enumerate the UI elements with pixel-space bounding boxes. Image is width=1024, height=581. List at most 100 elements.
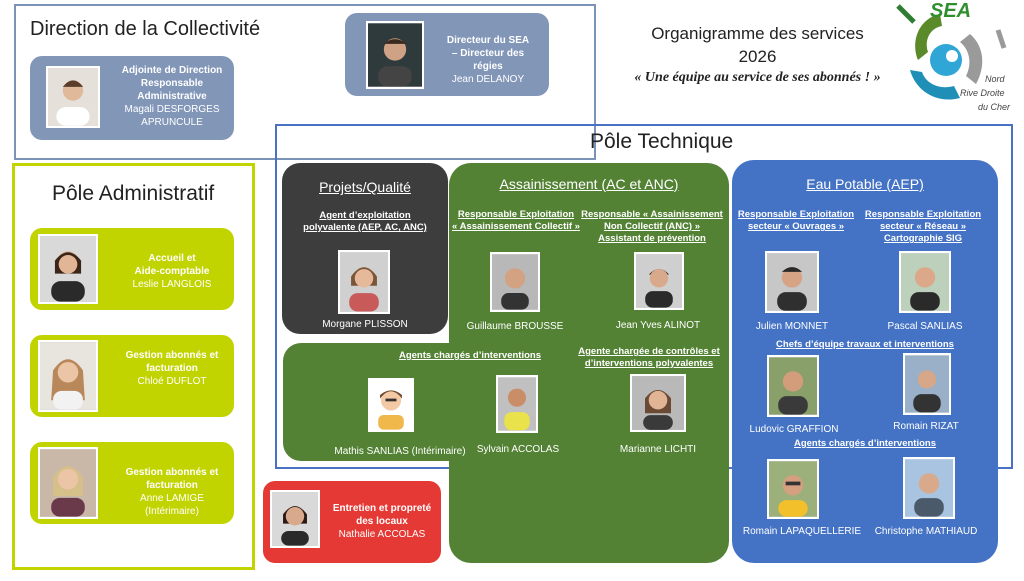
assain-role2-line3: Assistant de prévention (598, 233, 706, 244)
assain-agent2-name: Sylvain ACCOLAS (476, 444, 560, 455)
assain-role1-line2: « Assainissement Collectif » (452, 221, 580, 232)
projets-title: Projets/Qualité (319, 179, 411, 195)
eau-role2-line3: Cartographie SIG (883, 233, 963, 244)
adjointe-photo (46, 66, 100, 128)
assain-controle: Agente chargée de contrôles et d’interve… (572, 346, 726, 370)
assain-role1-line1: Responsable Exploitation (457, 209, 575, 220)
person-photo-icon (769, 357, 817, 415)
person-photo-icon (340, 252, 388, 312)
adjointe-role-line2: Responsable (140, 78, 204, 89)
assain-agent2-photo (496, 375, 538, 433)
admin-name-3-line1: Anne LAMIGE (140, 493, 204, 504)
eau-role2-line1: Responsable Exploitation (864, 209, 982, 220)
eau-chef2-photo (903, 353, 951, 415)
assain-agent1-name: Mathis SANLIAS (Intérimaire) (334, 446, 466, 457)
person-photo-icon (769, 461, 817, 517)
person-photo-icon (368, 23, 422, 87)
projets-role-line1: Agent d’exploitation (319, 210, 411, 221)
adjointe-name-line2: APRUNCULE (141, 117, 203, 128)
eau-agent2-photo (903, 457, 955, 519)
admin-frame (12, 163, 255, 570)
directeur-text: Directeur du SEA – Directeur des régies … (434, 34, 542, 86)
sea-logo (880, 0, 1020, 122)
adjointe-role-line1: Adjointe de Direction (121, 65, 223, 76)
assain-photo2 (634, 252, 684, 310)
direction-frame (14, 4, 596, 160)
admin-text-2: Gestion abonnés et facturation Chloé DUF… (110, 349, 234, 388)
person-photo-icon (48, 68, 98, 126)
person-photo-icon (767, 253, 817, 311)
org-chart-title: Organigramme des services 2026 (615, 22, 900, 68)
directeur-name: Jean DELANOY (451, 74, 525, 85)
technique-title: Pôle Technique (590, 130, 734, 153)
eau-chef2-name: Romain RIZAT (893, 421, 959, 432)
projets-photo (338, 250, 390, 314)
adjointe-text: Adjointe de Direction Responsable Admini… (110, 64, 234, 129)
admin-role-3-line1: Gestion abonnés et (125, 467, 219, 478)
eau-photo2 (899, 251, 951, 313)
projets-role: Agent d’exploitation polyvalente (AEP, A… (286, 210, 444, 234)
projets-name: Morgane PLISSON (322, 319, 408, 330)
projets-role-line2: polyvalente (AEP, AC, ANC) (303, 222, 427, 233)
assain-name1: Guillaume BROUSSE (466, 321, 564, 332)
eau-chef1-name: Ludovic GRAFFION (749, 424, 839, 435)
org-chart-slogan: « Une équipe au service de ses abonnés !… (634, 70, 881, 85)
assain-agents-title: Agents chargés d’interventions (398, 350, 541, 361)
eau-agent2-name: Christophe MATHIAUD (874, 526, 978, 537)
assainissement-title: Assainissement (AC et ANC) (499, 176, 679, 192)
adjointe-role-line3: Administrative (137, 91, 207, 102)
person-photo-icon (40, 342, 96, 410)
logo-line1: Nord (985, 74, 1005, 84)
assain-agent3-photo (630, 374, 686, 432)
assain-role2-line2: Non Collectif (ANC) » (603, 221, 701, 232)
eau-name1: Julien MONNET (755, 321, 829, 332)
admin-role-1-line2: Aide-comptable (134, 266, 210, 277)
directeur-role-line1: Directeur du SEA (446, 35, 530, 46)
eau-role1-line1: Responsable Exploitation (737, 209, 855, 220)
admin-photo-1 (38, 234, 98, 304)
eau-photo1 (765, 251, 819, 313)
org-chart-year: 2026 (738, 47, 777, 66)
person-photo-icon (636, 254, 682, 308)
admin-role-3-line2: facturation (146, 480, 198, 491)
logo-line3: du Cher (978, 102, 1011, 112)
assain-agent1-avatar (368, 378, 414, 432)
admin-role-2-line1: Gestion abonnés et (125, 350, 219, 361)
eau-role2: Responsable Exploitation secteur « Résea… (860, 209, 986, 245)
person-photo-icon (498, 377, 536, 431)
sea-logo-icon (896, 4, 1007, 100)
person-photo-icon (905, 459, 953, 517)
directeur-role-line3: régies (473, 61, 503, 72)
person-photo-icon (632, 376, 684, 430)
org-chart-title-line1: Organigramme des services (651, 24, 864, 43)
admin-photo-2 (38, 340, 98, 412)
avatar-icon (370, 380, 412, 430)
assain-name2: Jean Yves ALINOT (615, 320, 701, 331)
assain-controle-line2: d’interventions polyvalentes (584, 358, 714, 369)
adjointe-name-line1: Magali DESFORGES (124, 104, 220, 115)
entretien-role-line2: des locaux (356, 516, 408, 527)
person-photo-icon (272, 492, 318, 546)
eau-agent1-name: Romain LAPAQUELLERIE (742, 526, 862, 537)
eau-agents-title: Agents chargés d’interventions (793, 438, 936, 449)
person-photo-icon (40, 236, 96, 302)
person-photo-icon (901, 253, 949, 311)
eau-role1-line2: secteur « Ouvrages » (747, 221, 845, 232)
admin-name-1: Leslie LANGLOIS (132, 279, 212, 290)
admin-text-1: Accueil et Aide-comptable Leslie LANGLOI… (110, 252, 234, 291)
person-photo-icon (492, 254, 538, 310)
eau-agent1-photo (767, 459, 819, 519)
assain-agent3-name: Marianne LICHTI (619, 444, 697, 455)
assain-photo1 (490, 252, 540, 312)
admin-name-3-line2: (Intérimaire) (145, 506, 199, 517)
entretien-photo (270, 490, 320, 548)
logo-line2: Rive Droite (960, 88, 1005, 98)
person-photo-icon (905, 355, 949, 413)
assain-role2-line1: Responsable « Assainissement (581, 209, 723, 220)
admin-title: Pôle Administratif (52, 182, 215, 205)
eau-chef1-photo (767, 355, 819, 417)
admin-photo-3 (38, 447, 98, 519)
assain-controle-line1: Agente chargée de contrôles et (578, 346, 720, 357)
directeur-role-line2: – Directeur des (451, 48, 525, 59)
admin-name-2: Chloé DUFLOT (137, 376, 207, 387)
